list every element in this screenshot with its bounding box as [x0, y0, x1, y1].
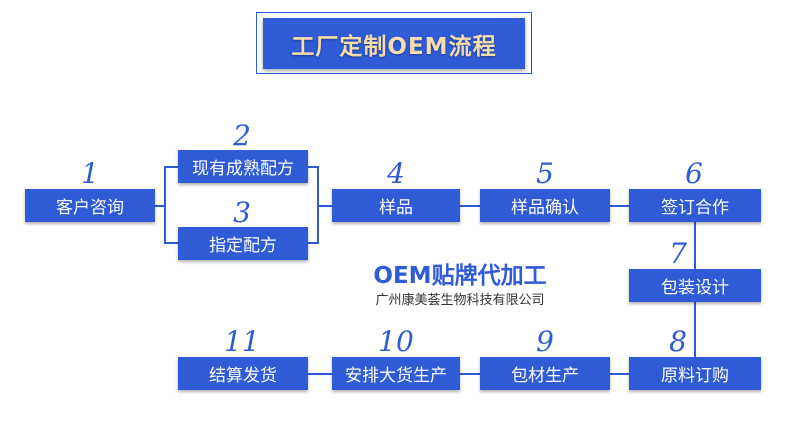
- connector-line: [164, 166, 166, 244]
- connector-line: [317, 205, 332, 207]
- step-box-2: 现有成熟配方: [178, 150, 308, 183]
- connector-line: [308, 166, 319, 168]
- connector-line: [694, 221, 696, 269]
- step-number-6: 6: [685, 157, 703, 190]
- connector-line: [164, 166, 178, 168]
- step-box-1: 客户咨询: [25, 189, 155, 222]
- step-box-10: 安排大货生产: [332, 357, 460, 390]
- connector-line: [308, 242, 319, 244]
- step-number-2: 2: [233, 119, 251, 152]
- connector-line: [460, 373, 480, 375]
- connector-line: [308, 373, 332, 375]
- step-number-8: 8: [669, 325, 687, 358]
- step-number-4: 4: [387, 157, 405, 190]
- step-number-10: 10: [378, 325, 414, 358]
- connector-line: [694, 302, 696, 358]
- step-box-9: 包材生产: [480, 357, 610, 390]
- connector-line: [460, 205, 480, 207]
- step-number-5: 5: [536, 157, 554, 190]
- step-box-3: 指定配方: [178, 227, 308, 260]
- step-box-11: 结算发货: [178, 357, 308, 390]
- title-banner: 工厂定制OEM流程: [263, 18, 525, 69]
- connector-line: [610, 205, 629, 207]
- step-number-1: 1: [81, 157, 99, 190]
- page-title: 工厂定制OEM流程: [291, 33, 497, 60]
- step-number-7: 7: [669, 237, 687, 270]
- step-box-7: 包装设计: [629, 269, 761, 302]
- step-box-6: 签订合作: [629, 189, 761, 222]
- connector-line: [155, 205, 165, 207]
- step-number-11: 11: [224, 325, 260, 358]
- step-box-8: 原料订购: [629, 357, 761, 390]
- center-heading: OEM贴牌代加工: [373, 263, 547, 289]
- step-box-4: 样品: [332, 189, 460, 222]
- title-frame: [256, 12, 532, 74]
- connector-line: [164, 242, 178, 244]
- step-number-3: 3: [233, 196, 251, 229]
- company-name: 广州康美荟生物科技有限公司: [375, 293, 545, 308]
- step-number-9: 9: [536, 325, 554, 358]
- step-box-5: 样品确认: [480, 189, 610, 222]
- connector-line: [610, 373, 629, 375]
